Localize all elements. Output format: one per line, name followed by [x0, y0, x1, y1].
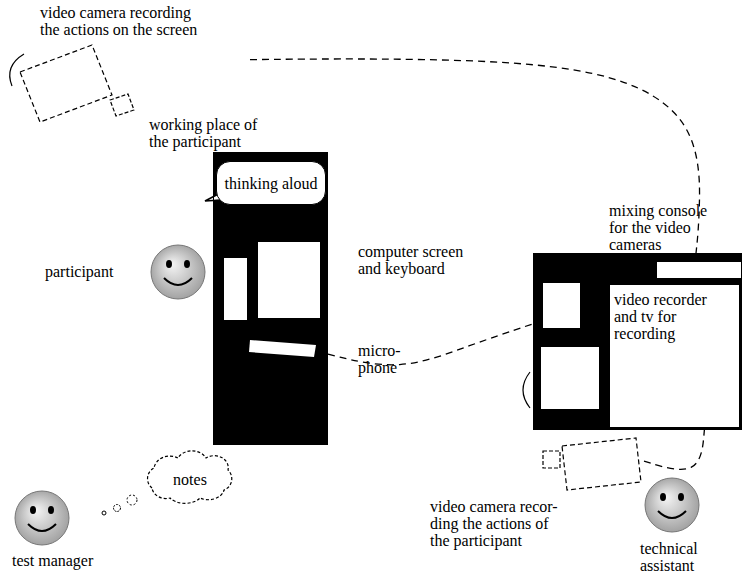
- face-eye: [30, 506, 36, 514]
- thought-cloud: [148, 451, 232, 504]
- video-recorder: [543, 283, 580, 328]
- node-box: working place of the participantthinking…: [213, 152, 328, 445]
- cable-arc: [523, 372, 530, 408]
- box-heading: mixing console for the video cameras: [609, 202, 721, 253]
- face-eye: [184, 260, 190, 268]
- assistant-face: [645, 478, 699, 532]
- box-heading: notes: [173, 471, 207, 488]
- face-eye: [660, 493, 666, 501]
- camera-body: [20, 45, 112, 122]
- node-box: video camera recor- ding the actions of …: [428, 436, 644, 576]
- face-eye: [678, 493, 684, 501]
- node-box: mixing console for the video camerasvide…: [533, 253, 742, 430]
- box-heading: working place of the participant: [149, 116, 269, 150]
- thought-dot: [114, 505, 121, 512]
- node-box: thinking aloud: [216, 161, 326, 205]
- keyboard: [224, 258, 247, 320]
- box-text: video recorder and tv for recording: [614, 291, 726, 342]
- workplace-desk: [213, 152, 328, 445]
- face-smile: [658, 511, 686, 518]
- node-box: video camera recording the actions on th…: [6, 2, 250, 130]
- label-text: participant: [45, 263, 145, 280]
- microphone: [249, 340, 316, 357]
- camera-lens: [110, 94, 134, 116]
- recording-desk: [533, 253, 742, 430]
- label-text: technical assistant: [640, 540, 720, 574]
- desk-surface: [610, 285, 739, 427]
- thought-dot: [102, 511, 106, 515]
- face-smile: [28, 524, 56, 531]
- node-box: notes: [150, 455, 230, 503]
- manager-face: [15, 491, 69, 545]
- thought-dot: [127, 495, 137, 505]
- face-eye: [48, 506, 54, 514]
- label-text: test manager: [12, 552, 122, 569]
- box-heading: thinking aloud: [225, 175, 318, 192]
- tv-monitor: [541, 347, 599, 409]
- face-smile: [164, 278, 192, 285]
- box-heading: video camera recording the actions on th…: [40, 4, 205, 38]
- label-text: computer screen and keyboard: [358, 243, 473, 277]
- computer-screen: [258, 242, 320, 318]
- camera-lens: [543, 451, 560, 468]
- cable-arc: [10, 54, 24, 86]
- label-text: micro- phone: [358, 342, 418, 376]
- face-eye: [166, 260, 172, 268]
- participant-face: [151, 245, 205, 299]
- box-heading: video camera recor- ding the actions of …: [430, 498, 563, 549]
- mixing-console: [657, 262, 742, 278]
- camera-body: [562, 438, 641, 490]
- cable-connector: [644, 430, 704, 469]
